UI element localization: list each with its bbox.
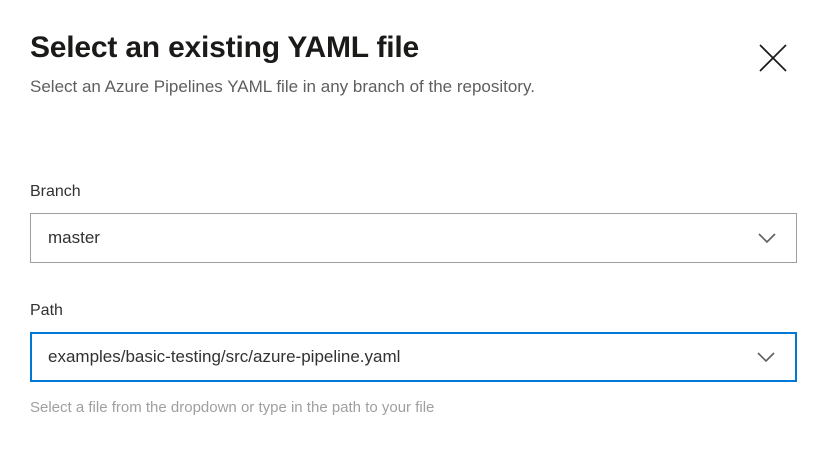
chevron-down-icon[interactable] (756, 214, 778, 262)
form-area: Branch master Path examples/basic-testin… (30, 181, 797, 419)
branch-field-block: Branch master (30, 181, 797, 263)
field-spacer (30, 263, 797, 300)
title-row: Select an existing YAML file (30, 28, 796, 68)
chevron-down-icon[interactable] (755, 334, 777, 380)
path-input[interactable]: examples/basic-testing/src/azure-pipelin… (48, 347, 401, 366)
branch-input[interactable]: master (48, 228, 100, 247)
close-button[interactable] (756, 41, 790, 75)
close-icon (758, 43, 788, 73)
branch-label: Branch (30, 183, 81, 200)
branch-dropdown[interactable]: master (30, 213, 797, 263)
page-title: Select an existing YAML file (30, 31, 419, 64)
path-label: Path (30, 302, 63, 319)
path-hint-text: Select a file from the dropdown or type … (30, 399, 435, 416)
dialog-subtitle: Select an Azure Pipelines YAML file in a… (30, 77, 535, 96)
path-field-block: Path examples/basic-testing/src/azure-pi… (30, 300, 797, 419)
dialog-header: Select an existing YAML file Select an A… (30, 28, 796, 100)
path-dropdown[interactable]: examples/basic-testing/src/azure-pipelin… (30, 332, 797, 382)
